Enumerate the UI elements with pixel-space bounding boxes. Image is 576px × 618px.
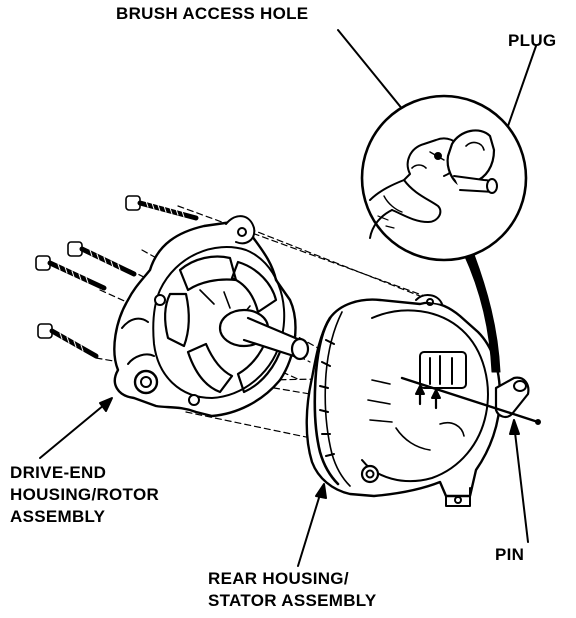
label-line: HOUSING/ROTOR: [10, 485, 160, 504]
label-pin: PIN: [495, 545, 525, 564]
label-drive-end-housing: DRIVE-END HOUSING/ROTOR ASSEMBLY: [10, 462, 159, 528]
label-rear-housing: REAR HOUSING/ STATOR ASSEMBLY: [208, 568, 377, 612]
label-line: STATOR ASSEMBLY: [208, 591, 377, 610]
bolt: [37, 323, 99, 359]
label-brush-access-hole: BRUSH ACCESS HOLE: [116, 4, 309, 23]
bolt: [35, 255, 107, 291]
label-plug: PLUG: [508, 31, 557, 50]
label-line: DRIVE-END: [10, 463, 107, 482]
bolt: [125, 195, 199, 221]
detail-inset: [360, 94, 528, 262]
bolt: [67, 241, 137, 277]
drive-end-housing-rotor-assembly: [113, 215, 310, 418]
label-line: REAR HOUSING/: [208, 569, 349, 588]
through-bolts: [35, 195, 199, 359]
label-line: ASSEMBLY: [10, 507, 106, 526]
detail-pointer: [461, 243, 501, 373]
rear-housing-stator-assembly: [305, 294, 541, 507]
